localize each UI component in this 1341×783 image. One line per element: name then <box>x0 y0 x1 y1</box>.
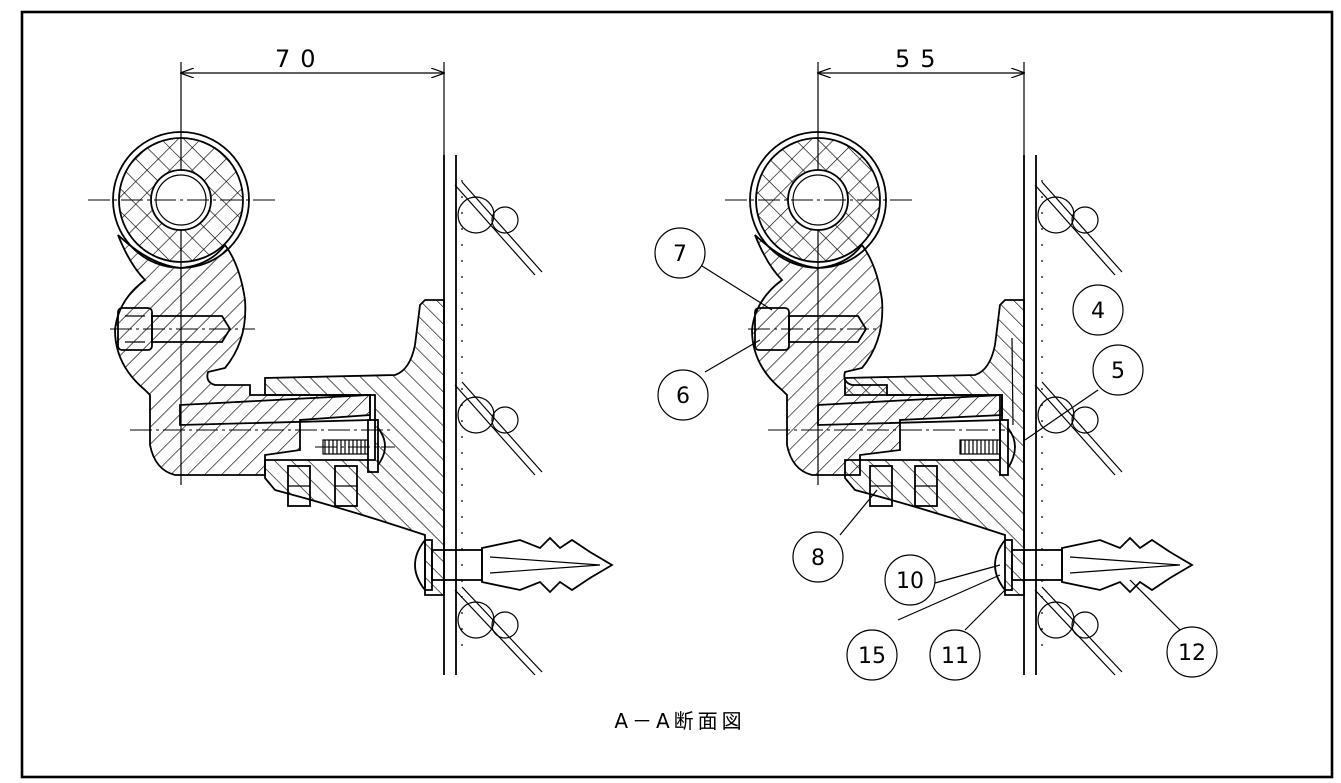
balloon-label-12: 12 <box>1178 641 1206 666</box>
balloon-11: 11 <box>929 629 981 681</box>
holder-body-right <box>751 234 1003 476</box>
holder-body-left <box>114 234 371 476</box>
balloon-label-4: 4 <box>1091 299 1105 324</box>
nuts-right <box>869 465 938 507</box>
small-bolt-left <box>315 419 395 473</box>
anchor-screw-right <box>994 536 1194 594</box>
set-screw-right <box>748 307 880 351</box>
balloon-8: 8 <box>792 531 844 583</box>
balloon-label-5: 5 <box>1111 359 1125 384</box>
balloon-15: 15 <box>846 629 898 681</box>
rebar-left <box>454 181 543 676</box>
balloon-label-10: 10 <box>896 569 924 594</box>
balloon-10: 10 <box>884 554 936 606</box>
wall-left <box>443 155 463 675</box>
left-section-view: 70 <box>88 45 614 676</box>
handrail-pipe-left <box>88 131 278 269</box>
right-section-view: 55 <box>654 45 1218 681</box>
balloon-6: 6 <box>657 369 709 421</box>
balloon-5: 5 <box>1092 344 1144 396</box>
dimension-label-70: 70 <box>275 45 326 73</box>
bracket-right <box>844 299 1025 596</box>
balloon-label-8: 8 <box>811 546 825 571</box>
balloon-4: 4 <box>1072 284 1124 336</box>
set-screw-left <box>110 307 255 351</box>
small-bolt-right <box>959 419 1016 476</box>
dimension-label-55: 55 <box>895 45 946 73</box>
nuts-left <box>287 465 358 507</box>
balloon-label-15: 15 <box>858 644 886 669</box>
bracket-left <box>264 299 445 596</box>
wall-right <box>1023 155 1043 675</box>
section-title: A－A断面図 <box>614 709 745 733</box>
balloon-label-6: 6 <box>676 384 690 409</box>
handrail-pipe-right <box>725 131 915 269</box>
anchor-screw-left <box>414 536 614 594</box>
drawing-frame <box>20 10 1334 779</box>
balloon-label-7: 7 <box>673 242 687 267</box>
balloon-label-11: 11 <box>941 644 969 669</box>
rebar-right <box>1034 181 1123 676</box>
balloon-12: 12 <box>1166 626 1218 678</box>
leader-lines <box>701 265 1181 631</box>
balloon-7: 7 <box>654 227 706 279</box>
